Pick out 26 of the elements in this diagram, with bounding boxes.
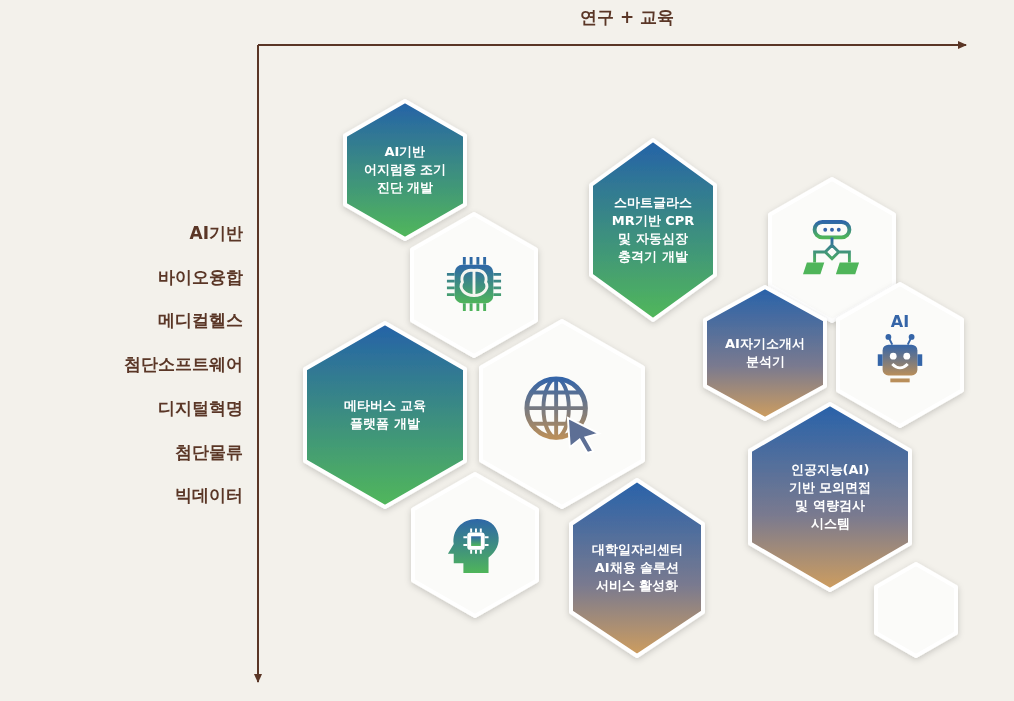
icon-text: AI [889,313,911,331]
hexagon-tile [705,287,825,419]
tile-text: 인공지능(AI) 기반 모의면접 및 역량검사 시스템 [787,461,873,533]
hexagon-tile [481,321,643,507]
hexagon-tile [305,323,465,507]
tile-text: AI기반 어지럼증 조기 진단 개발 [362,143,448,197]
category-label: 메디컬헬스 [158,309,243,333]
hexagon-tile [838,284,962,426]
tile-text: 대학일자리센터 AI채용 솔루션 서비스 활성화 [590,541,684,595]
hexagon-tile [750,404,910,590]
category-label: 디지털혁명 [158,396,243,420]
category-label: 첨단물류 [175,440,243,464]
tile-text: 메타버스 교육 플랫폼 개발 [342,397,428,433]
hexagon-tile [413,474,537,616]
category-label: 빅데이터 [175,484,243,508]
category-label: AI기반 [189,222,243,245]
tile-text: 스마트글라스 MR기반 CPR 및 자동심장 충격기 개발 [610,194,696,266]
hexagon-tile [591,140,715,320]
hexagon-tile [571,480,703,656]
category-label: 바이오융합 [158,265,243,289]
hexagon-tile [876,564,956,656]
tile-text: AI자기소개서 분석기 [724,335,806,371]
axis-title: 연구 + 교육 [580,6,675,29]
category-label: 첨단소프트웨어 [124,353,243,377]
hexagon-tile [412,214,536,356]
hexagon-tile [345,101,465,239]
